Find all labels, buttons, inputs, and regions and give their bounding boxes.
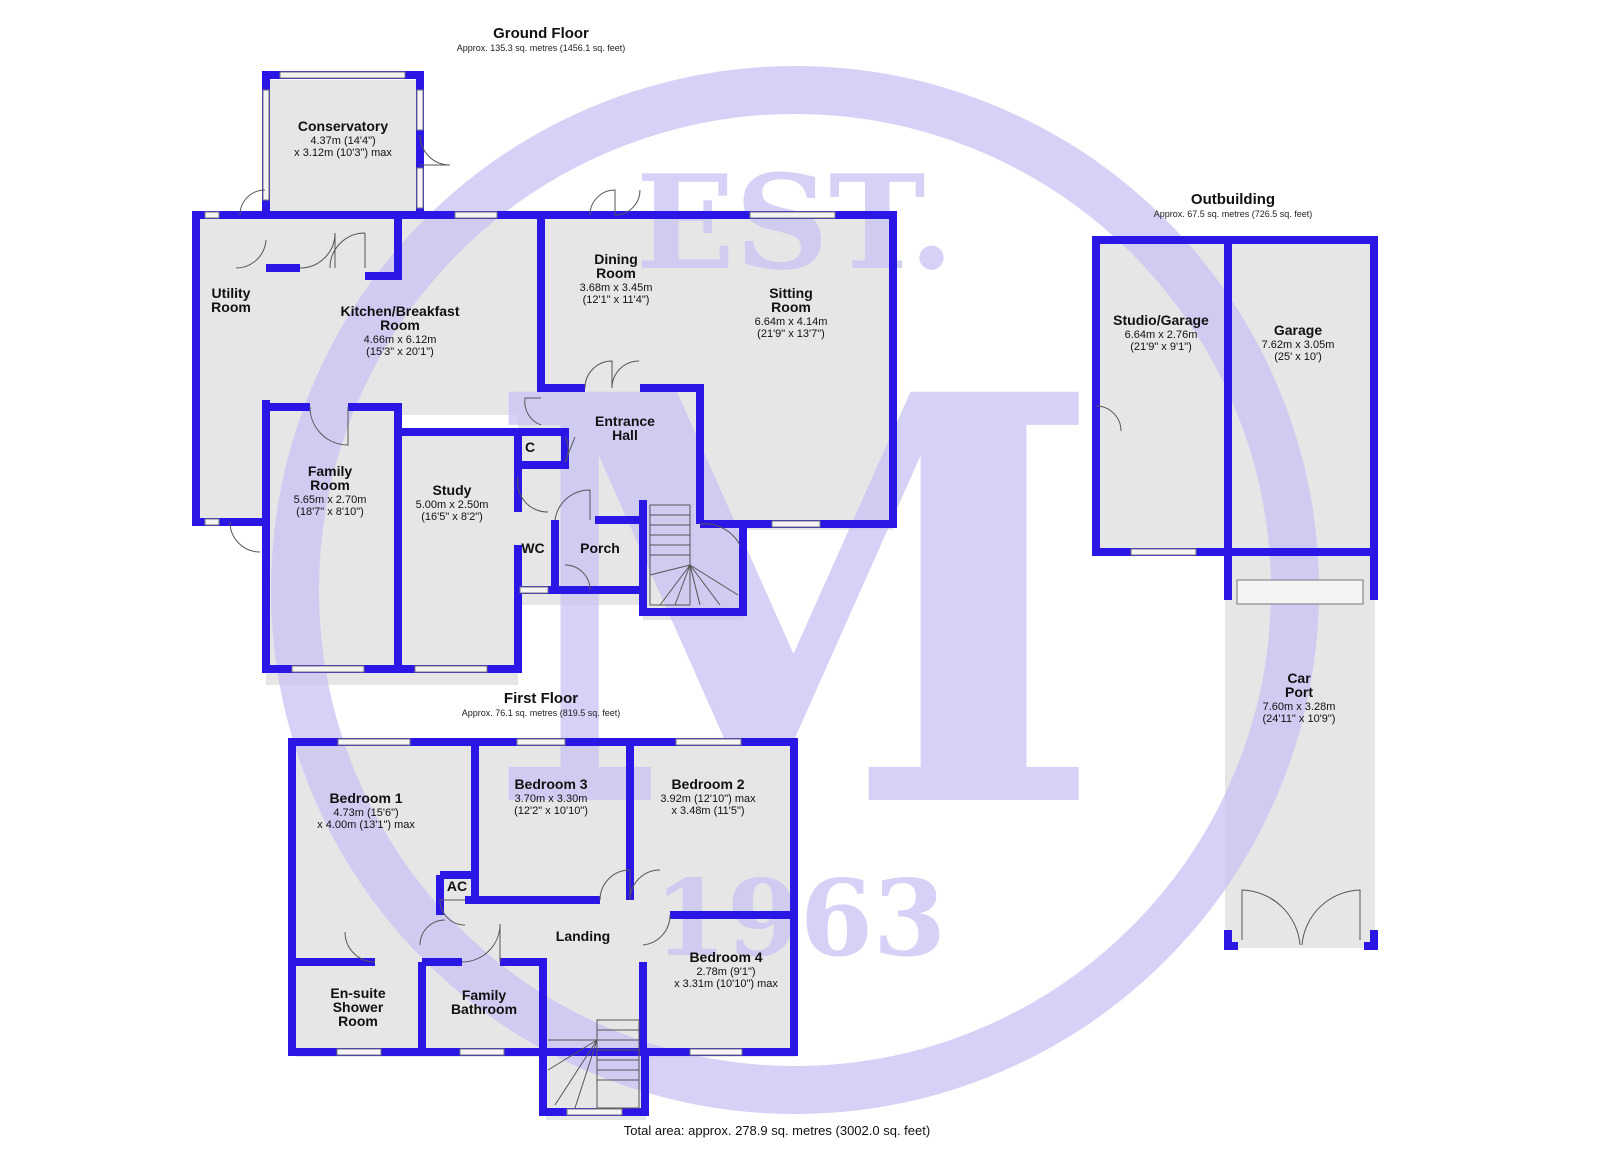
porch-name: Porch	[580, 540, 620, 556]
sitting-dim1: 6.64m x 4.14m	[755, 316, 828, 328]
family-name2: Room	[310, 477, 350, 493]
kitchen-dim1: 4.66m x 6.12m	[364, 334, 437, 346]
bedroom3-dim1: 3.70m x 3.30m	[515, 793, 588, 805]
cupboard-walls	[514, 428, 569, 469]
carport-posts-left	[1224, 930, 1238, 950]
hall-wall	[640, 384, 704, 524]
garage-dim1: 7.62m x 3.05m	[1262, 339, 1335, 351]
carport-dim1: 7.60m x 3.28m	[1263, 701, 1336, 713]
bedroom1-name: Bedroom 1	[329, 790, 402, 806]
family-dim2: (18'7" x 8'10")	[296, 506, 364, 518]
outbuilding-title: Outbuilding	[1191, 191, 1275, 208]
kitchen-name2: Room	[380, 317, 420, 333]
bathroom-name2: Bathroom	[451, 1001, 517, 1017]
family-name1: Family	[308, 463, 353, 479]
total-area: Total area: approx. 278.9 sq. metres (30…	[624, 1123, 930, 1138]
carport-name2: Port	[1285, 684, 1313, 700]
landing-name: Landing	[556, 928, 610, 944]
family-dim1: 5.65m x 2.70m	[294, 494, 367, 506]
doors	[229, 134, 1361, 963]
ac-name: AC	[447, 878, 467, 894]
conservatory-dim2: x 3.12m (10'3") max	[294, 147, 392, 159]
dining-name1: Dining	[594, 251, 638, 267]
dining-dim1: 3.68m x 3.45m	[580, 282, 653, 294]
outbuilding-area: Approx. 67.5 sq. metres (726.5 sq. feet)	[1154, 209, 1313, 219]
bedroom1-dim1: 4.73m (15'6")	[333, 807, 398, 819]
wc-name: WC	[521, 540, 544, 556]
bedroom4-dim1: 2.78m (9'1")	[696, 966, 755, 978]
entrance-name2: Hall	[612, 427, 638, 443]
bedroom4-name: Bedroom 4	[689, 949, 762, 965]
sitting-dim2: (21'9" x 13'7")	[757, 328, 825, 340]
utility-walls	[192, 211, 266, 526]
sitting-name2: Room	[771, 299, 811, 315]
study-dim2: (16'5" x 8'2")	[421, 511, 483, 523]
garage-dim2: (25' x 10')	[1274, 351, 1322, 363]
ensuite-name1: En-suite	[330, 985, 385, 1001]
outbuilding-outline	[1092, 236, 1378, 556]
utility-name2: Room	[211, 299, 251, 315]
conservatory-dim1: 4.37m (14'4")	[310, 135, 375, 147]
bedroom2-dim2: x 3.48m (11'5")	[671, 805, 744, 817]
family-top-wall-2	[348, 403, 402, 669]
ensuite-name3: Room	[338, 1013, 378, 1029]
studio-dim2: (21'9" x 9'1")	[1130, 341, 1192, 353]
dining-wall	[537, 215, 585, 392]
windows	[204, 71, 1364, 1116]
bedroom4-dim2: x 3.31m (10'10") max	[674, 978, 778, 990]
bedroom3-name: Bedroom 3	[514, 776, 587, 792]
conservatory-name: Conservatory	[298, 118, 388, 134]
kitchen-right-wall	[365, 215, 402, 280]
bedroom2-name: Bedroom 2	[671, 776, 744, 792]
utility-name1: Utility	[212, 285, 251, 301]
bedroom1-dim2: x 4.00m (13'1") max	[317, 819, 415, 831]
studio-dim1: 6.64m x 2.76m	[1125, 329, 1198, 341]
watermark-est: EST.	[636, 146, 954, 299]
garage-name: Garage	[1274, 322, 1322, 338]
kitchen-name1: Kitchen/Breakfast	[340, 303, 459, 319]
ac-walls	[440, 871, 479, 904]
first-floor-area: Approx. 76.1 sq. metres (819.5 sq. feet)	[462, 708, 621, 718]
bathroom-name1: Family	[462, 987, 507, 1003]
carport-name1: Car	[1287, 670, 1311, 686]
sitting-name1: Sitting	[769, 285, 813, 301]
ensuite-name2: Shower	[333, 999, 384, 1015]
study-name: Study	[433, 482, 472, 498]
dining-name2: Room	[596, 265, 636, 281]
studio-name: Studio/Garage	[1113, 312, 1209, 328]
bedroom2-dim1: 3.92m (12'10") max	[660, 793, 756, 805]
ground-floor-title: Ground Floor	[493, 25, 589, 42]
dining-dim2: (12'1" x 11'4")	[583, 294, 650, 306]
first-staircase	[547, 1019, 640, 1109]
bathroom-wall-2	[500, 958, 547, 1052]
study-dim1: 5.00m x 2.50m	[416, 499, 489, 511]
carport-dim2: (24'11" x 10'9")	[1263, 713, 1336, 725]
ground-staircase	[649, 504, 739, 606]
ground-floor-area: Approx. 135.3 sq. metres (1456.1 sq. fee…	[457, 43, 626, 53]
carport-posts-right	[1364, 930, 1378, 950]
cupboard-name: C	[525, 439, 535, 455]
kitchen-dim2: (15'3" x 20'1")	[366, 346, 434, 358]
entrance-name1: Entrance	[595, 413, 655, 429]
bedroom3-dim2: (12'2" x 10'10")	[514, 805, 588, 817]
first-floor-title: First Floor	[504, 690, 578, 707]
